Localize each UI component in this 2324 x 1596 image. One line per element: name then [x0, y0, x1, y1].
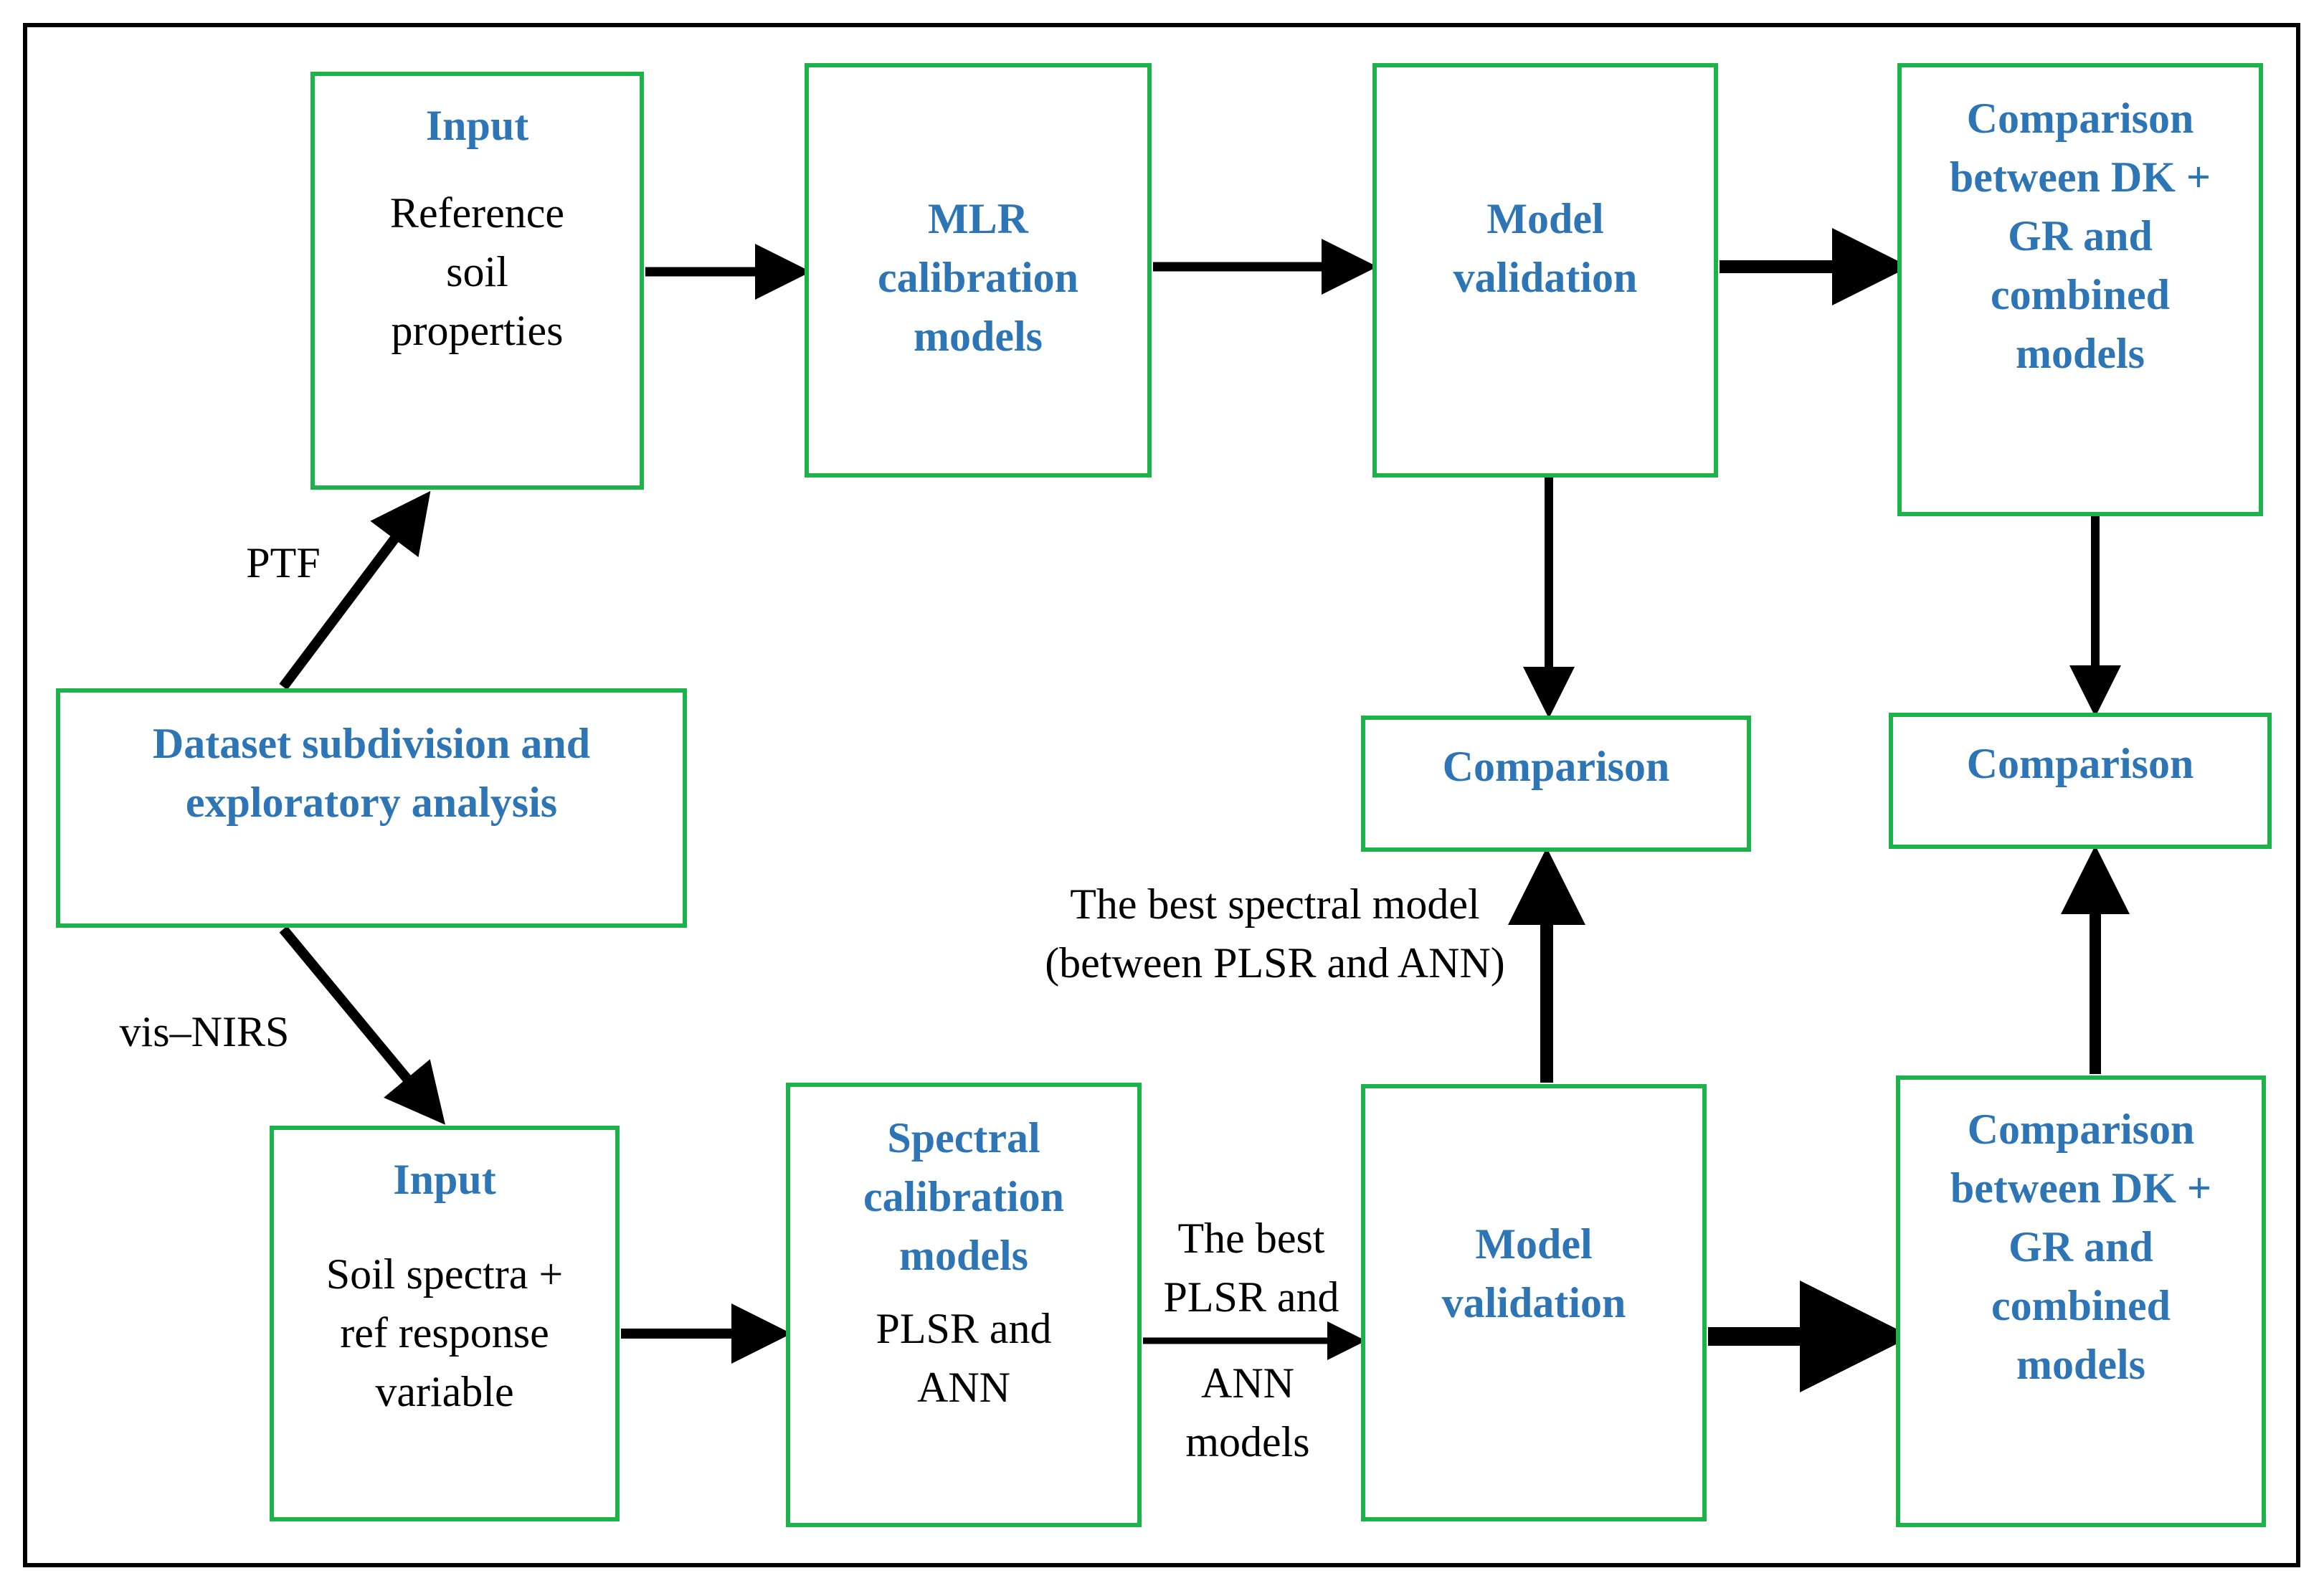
- model-validation-top-box: Model validation: [1372, 63, 1718, 478]
- reference-soil-properties-text: Reference soil properties: [389, 189, 565, 354]
- comparison-models-bottom-heading: Comparison between DK + GR and combined …: [1950, 1106, 2212, 1388]
- dataset-subdivision-heading: Dataset subdivision and exploratory anal…: [152, 720, 591, 826]
- best-plsr-ann-bottom-label: ANN models: [1185, 1359, 1310, 1466]
- arrow-dataset-to-input-bottom: [279, 926, 445, 1125]
- model-validation-bottom-box: Model validation: [1361, 1084, 1707, 1521]
- vis-nirs-label: vis–NIRS: [119, 1008, 290, 1055]
- comparison-models-top-box: Comparison between DK + GR and combined …: [1897, 63, 2263, 516]
- dataset-subdivision-box: Dataset subdivision and exploratory anal…: [56, 688, 687, 928]
- plsr-ann-text: PLSR and ANN: [876, 1305, 1052, 1411]
- mlr-calibration-box: MLR calibration models: [805, 63, 1152, 478]
- spectral-calibration-heading: Spectral calibration models: [863, 1114, 1064, 1279]
- comparison-right-box: Comparison: [1889, 713, 2272, 849]
- comparison-models-bottom-box: Comparison between DK + GR and combined …: [1896, 1075, 2266, 1527]
- ptf-label: PTF: [246, 539, 321, 586]
- best-spectral-model-label: The best spectral model (between PLSR an…: [1045, 880, 1505, 987]
- comparison-middle-heading: Comparison: [1442, 743, 1670, 790]
- model-validation-bottom-heading: Model validation: [1441, 1220, 1626, 1326]
- input-reference-box: Input Reference soil properties: [310, 72, 644, 490]
- input-bottom-heading: Input: [393, 1156, 496, 1203]
- mlr-calibration-heading: MLR calibration models: [878, 195, 1078, 360]
- spectral-calibration-box: Spectral calibration models PLSR and ANN: [786, 1083, 1142, 1527]
- model-validation-top-heading: Model validation: [1453, 195, 1638, 301]
- comparison-models-top-heading: Comparison between DK + GR and combined …: [1949, 95, 2211, 377]
- diagram-frame: [23, 23, 2300, 1567]
- input-heading: Input: [425, 102, 529, 149]
- best-plsr-ann-top-label: The best PLSR and: [1163, 1215, 1339, 1321]
- comparison-middle-box: Comparison: [1361, 716, 1751, 852]
- arrow-dataset-to-input-top: [279, 490, 431, 690]
- input-spectra-box: Input Soil spectra + ref response variab…: [270, 1126, 620, 1521]
- comparison-right-heading: Comparison: [1966, 740, 2194, 787]
- soil-spectra-text: Soil spectra + ref response variable: [326, 1250, 564, 1415]
